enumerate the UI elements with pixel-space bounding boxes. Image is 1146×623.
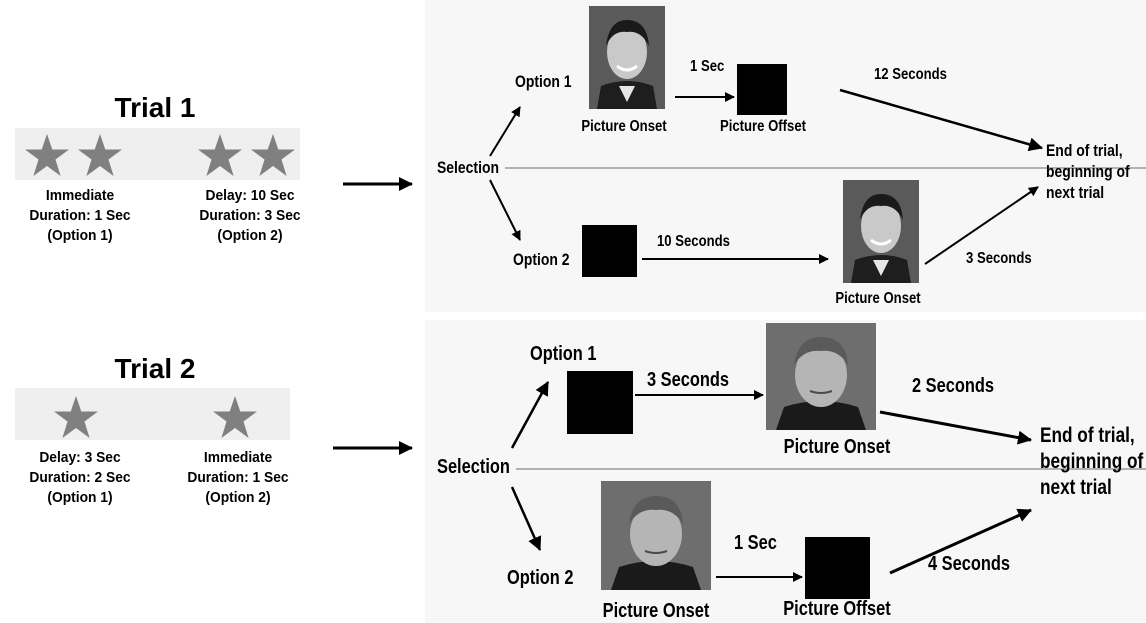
trial-1-picture-onset-top: Picture Onset <box>581 118 667 135</box>
trial-1-title: Trial 1 <box>114 92 196 123</box>
trial-2-option-1-stars <box>54 396 98 438</box>
trial-1-picture-onset-bottom: Picture Onset <box>835 290 921 307</box>
caption-line: Immediate <box>203 449 273 466</box>
trial-2-option-1-label: Option 1 <box>530 343 597 365</box>
trial-1-delay-square <box>582 225 637 277</box>
trial-1-12-seconds-label: 12 Seconds <box>874 66 947 83</box>
caption-line: Duration: 1 Sec <box>187 469 289 486</box>
trial-1-option-2-stars <box>198 134 295 176</box>
trial-2-title: Trial 2 <box>114 353 196 384</box>
caption-line: Duration: 1 Sec <box>29 207 131 224</box>
face-photo-icon <box>766 323 876 430</box>
face-photo-icon <box>589 6 665 109</box>
trial-2-3-seconds-label: 3 Seconds <box>647 369 730 391</box>
trial-2-option-2-stars <box>213 396 257 438</box>
trial-1-option-2-caption: Delay: 10 Sec Duration: 3 Sec (Option 2) <box>176 186 323 246</box>
trial-1-face-photo-top <box>589 6 665 109</box>
trial-1-face-photo-bottom <box>843 180 919 283</box>
trial-1-picture-offset-top: Picture Offset <box>719 118 807 135</box>
trial-2-arrow-to-option-1 <box>510 381 550 449</box>
trial-2-option-1-caption: Delay: 3 Sec Duration: 2 Sec (Option 1) <box>6 448 153 508</box>
star-icon <box>251 134 295 176</box>
caption-line: Immediate <box>45 187 115 204</box>
trial-2-face-photo-top <box>766 323 876 430</box>
face-photo-icon <box>601 481 711 590</box>
caption-line: Duration: 3 Sec <box>199 207 301 224</box>
trial-2-selection-label: Selection <box>437 456 510 478</box>
star-icon <box>198 134 242 176</box>
trial-2-arrow-2-seconds <box>879 410 1032 445</box>
caption-line: (Option 1) <box>47 227 113 244</box>
trial-1-end-label: End of trial, beginning of next trial <box>1046 140 1130 203</box>
trial-2-end-label: End of trial, beginning of next trial <box>1040 423 1143 501</box>
trial-2-arrow-to-option-2 <box>510 486 542 551</box>
trial-1-option-1-stars <box>25 134 122 176</box>
trial-1-arrow-12-seconds <box>839 88 1043 152</box>
trial-1-option-2-label: Option 2 <box>513 250 570 269</box>
trial-2-option-2-label: Option 2 <box>507 567 574 589</box>
caption-line: Duration: 2 Sec <box>29 469 131 486</box>
end-label-line: next trial <box>1040 476 1112 499</box>
end-label-line: beginning of <box>1046 162 1130 181</box>
end-label-line: End of trial, <box>1046 141 1123 160</box>
trial-2-option-2-caption: Immediate Duration: 1 Sec (Option 2) <box>164 448 311 508</box>
trial-1-selection-label: Selection <box>437 158 499 177</box>
star-icon <box>54 396 98 438</box>
trial-2-offset-square <box>805 537 870 599</box>
caption-line: Delay: 3 Sec <box>39 449 121 466</box>
caption-line: (Option 2) <box>205 489 271 506</box>
trial-2-picture-offset-bottom: Picture Offset <box>783 598 891 620</box>
trial-1-10-seconds-label: 10 Seconds <box>657 233 730 250</box>
trial-2-picture-onset-bottom: Picture Onset <box>602 600 710 622</box>
star-icon <box>25 134 69 176</box>
trial-1-1-sec-label: 1 Sec <box>690 58 725 75</box>
trial-1-option-1-label: Option 1 <box>515 72 572 91</box>
trial-2-2-seconds-label: 2 Seconds <box>912 375 995 397</box>
trial-1-3-seconds-label: 3 Seconds <box>966 250 1032 267</box>
trial-2-1-sec-label: 1 Sec <box>734 532 777 554</box>
star-icon <box>78 134 122 176</box>
trial-2-picture-onset-top: Picture Onset <box>783 436 891 458</box>
trial-1-arrow-to-option-2 <box>489 179 521 241</box>
trial-2-face-photo-bottom <box>601 481 711 590</box>
face-photo-icon <box>843 180 919 283</box>
trial-2-arrow-4-seconds <box>889 508 1032 575</box>
caption-line: (Option 1) <box>47 489 113 506</box>
star-icon <box>213 396 257 438</box>
end-label-line: next trial <box>1046 183 1105 202</box>
trial-1-option-1-caption: Immediate Duration: 1 Sec (Option 1) <box>6 186 153 246</box>
trial-1-arrow-3-seconds <box>924 186 1039 265</box>
end-label-line: End of trial, <box>1040 424 1135 447</box>
caption-line: (Option 2) <box>217 227 283 244</box>
caption-line: Delay: 10 Sec <box>205 187 295 204</box>
trial-1-arrow-to-option-1 <box>489 106 521 157</box>
end-label-line: beginning of <box>1040 450 1144 473</box>
trial-2-delay-square <box>567 371 633 434</box>
trial-2-4-seconds-label: 4 Seconds <box>928 553 1011 575</box>
trial-1-offset-square <box>737 64 787 115</box>
